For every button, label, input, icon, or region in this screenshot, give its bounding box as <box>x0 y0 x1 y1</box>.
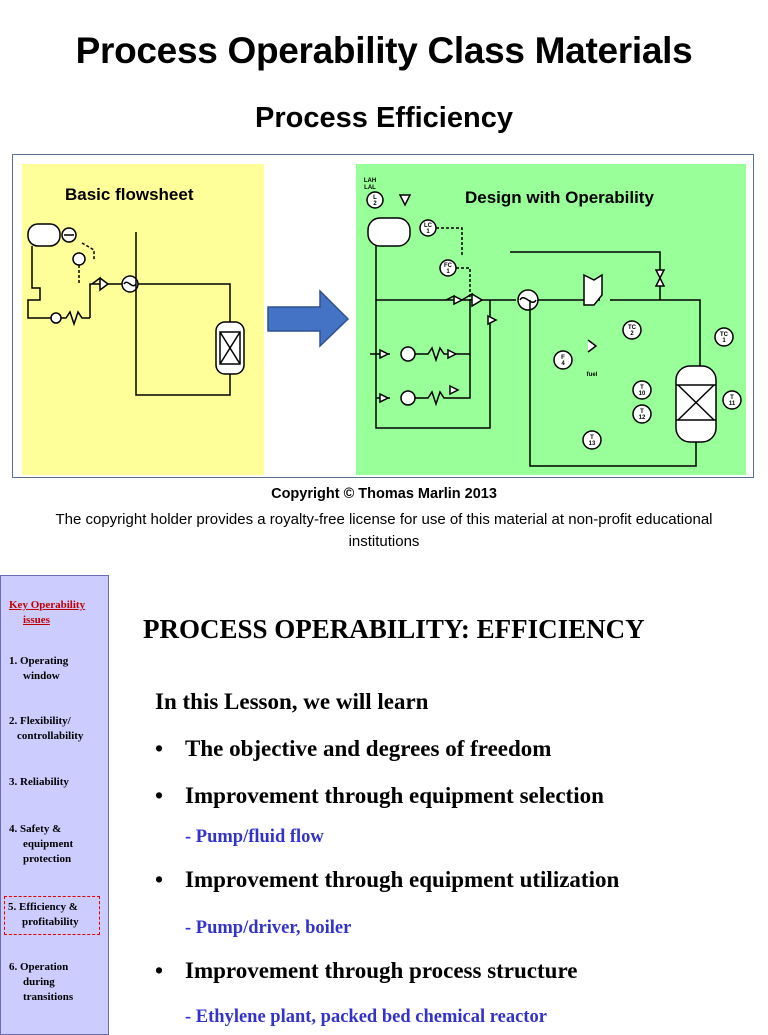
nav-heading: Key Operability issues <box>9 598 105 628</box>
instrument-tag: T <box>640 409 644 415</box>
pump-icon <box>50 312 62 324</box>
bullet-text: The objective and degrees of freedom <box>185 736 552 761</box>
subpoint-item: - Ethylene plant, packed bed chemical re… <box>185 1007 547 1027</box>
flow-indicator-icon <box>553 350 573 370</box>
basic-flowsheet-label: Basic flowsheet <box>65 185 194 204</box>
nav-item-efficiency-active[interactable]: 5. Efficiency & profitability <box>4 896 100 935</box>
nav-item-label: profitability <box>22 916 79 928</box>
subpoint-item: - Pump/fluid flow <box>185 827 324 847</box>
instrument-tag: 13 <box>589 441 596 447</box>
lesson-intro: In this Lesson, we will learn <box>155 689 429 714</box>
instrument-tag: LC <box>424 223 433 229</box>
nav-item-reliability[interactable]: 3. Reliability <box>9 775 105 790</box>
nav-item-label: protection <box>23 853 72 865</box>
instrument-tag: LAH <box>364 178 376 184</box>
instrument-tag: TC <box>628 325 637 331</box>
instrument-tag: F <box>561 355 565 361</box>
instrument-tag: 2 <box>373 201 377 207</box>
bullet-dot-icon: • <box>155 783 164 808</box>
instrument-tag: 4 <box>561 361 565 367</box>
valve-icon <box>91 276 110 292</box>
temperature-indicator-icon <box>632 380 652 400</box>
temperature-indicator-icon-3 <box>722 390 742 410</box>
drum-vessel <box>27 223 61 247</box>
level-indicator-icon <box>366 191 384 209</box>
instrument-tag: T <box>730 395 734 401</box>
instrument-tag: 11 <box>729 401 736 407</box>
bullet-dot-icon: • <box>155 958 164 983</box>
pump-icon-design-2 <box>400 390 416 406</box>
nav-item-transitions[interactable]: 6. Operation during transitions <box>9 960 105 1005</box>
nav-item-safety[interactable]: 4. Safety & equipment protection <box>9 822 105 867</box>
temperature-indicator-icon-4 <box>582 430 602 450</box>
instrument-tag: LAL <box>364 185 376 191</box>
nav-item-operating-window[interactable]: 1. Operating window <box>9 654 105 684</box>
instrument-tag: 12 <box>639 415 646 421</box>
reactor-design <box>675 365 717 443</box>
temperature-controller-icon <box>622 320 642 340</box>
bullet-item: • Improvement through equipment utilizati… <box>155 867 619 893</box>
nav-item-label: equipment <box>23 838 74 850</box>
instrument-tag: TC <box>720 332 729 338</box>
side-nav: Key Operability issues 1. Operating wind… <box>0 575 109 1035</box>
instrument-tag: FC <box>444 263 453 269</box>
copyright-line: Copyright © Thomas Marlin 2013 <box>271 486 497 502</box>
relief-valve-icon <box>398 194 412 207</box>
bullet-item: • The objective and degrees of freedom <box>155 736 551 762</box>
drum-vessel-design <box>367 217 411 247</box>
instrument-tag: T <box>590 435 594 441</box>
page-subtitle: Process Efficiency <box>255 102 513 134</box>
instrument-tag: 10 <box>639 391 646 397</box>
basic-flowsheet-panel <box>22 164 264 475</box>
instrument-tag: fuel <box>587 372 598 378</box>
bullet-text: Improvement through equipment utilizatio… <box>185 867 620 892</box>
temperature-indicator-icon-2 <box>632 404 652 424</box>
instrument-tag: 2 <box>630 331 634 337</box>
nav-heading-line: Key Operability <box>9 599 86 611</box>
nav-item-label: transitions <box>23 991 74 1003</box>
nav-item-flexibility[interactable]: 2. Flexibility/ controllability <box>9 714 105 744</box>
nav-item-label: 2. Flexibility/ <box>9 715 71 727</box>
bullet-text: Improvement through equipment selection <box>185 783 604 808</box>
instrument-tag: 1 <box>722 338 726 344</box>
page-title: Process Operability Class Materials <box>75 30 693 71</box>
instrument-tag: L <box>373 195 377 201</box>
nav-heading-line: issues <box>23 614 50 626</box>
furnace-icon <box>583 273 603 306</box>
controller-icon <box>72 252 86 266</box>
nav-item-label: 5. Efficiency & <box>8 901 78 913</box>
instrument-tag: 1 <box>426 229 430 235</box>
nav-item-label: during <box>23 976 55 988</box>
lesson-title: PROCESS OPERABILITY: EFFICIENCY <box>143 614 645 644</box>
nav-item-label: 1. Operating <box>9 655 69 667</box>
subpoint-item: - Pump/driver, boiler <box>185 918 352 938</box>
transform-arrow <box>267 289 350 348</box>
pump-icon-design <box>400 346 416 362</box>
nav-item-label: 4. Safety & <box>9 823 62 835</box>
nav-item-label: window <box>23 670 60 682</box>
license-text: The copyright holder provides a royalty-… <box>55 511 713 550</box>
bullet-item: • Improvement through equipment selection <box>155 783 604 809</box>
flowsheet-diagram: LAH LAL L 2 LC 1 FC 1 TC 2 TC 1 F 4 fuel… <box>27 178 742 467</box>
instrument-tag: 1 <box>446 269 450 275</box>
nav-item-label: 3. Reliability <box>9 776 69 788</box>
design-operability-label: Design with Operability <box>465 188 654 207</box>
bullet-text: Improvement through process structure <box>185 958 578 983</box>
nav-item-label: controllability <box>17 730 84 742</box>
nav-item-label: 6. Operation <box>9 961 69 973</box>
instrument-tag: T <box>640 385 644 391</box>
bullet-dot-icon: • <box>155 867 164 892</box>
temperature-controller-icon-2 <box>714 327 734 347</box>
bullet-dot-icon: • <box>155 736 164 761</box>
bullet-item: • Improvement through process structure <box>155 958 577 984</box>
